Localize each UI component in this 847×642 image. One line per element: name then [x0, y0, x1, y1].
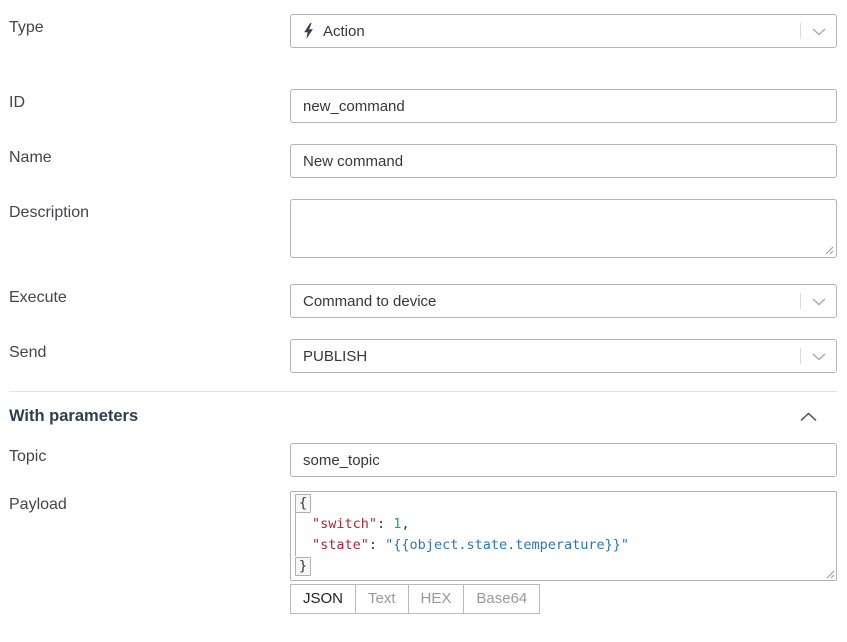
json-separator: : [377, 516, 394, 532]
resize-grip-icon[interactable] [826, 570, 835, 579]
field-row-topic: Topic [9, 443, 837, 477]
id-input[interactable] [290, 89, 837, 123]
parameters-section-header: With parameters [9, 407, 837, 426]
topic-label: Topic [9, 448, 47, 465]
type-label: Type [9, 19, 44, 36]
tab-hex[interactable]: HEX [407, 584, 465, 614]
topic-input[interactable] [290, 443, 837, 477]
json-separator: : [368, 537, 386, 553]
name-label: Name [9, 149, 52, 166]
field-row-id: ID [9, 89, 837, 123]
send-label: Send [9, 344, 47, 361]
chevron-down-icon [812, 353, 826, 361]
resize-grip-icon[interactable] [825, 246, 834, 255]
close-brace-highlight: } [295, 557, 312, 576]
chevron-down-icon [812, 28, 826, 36]
name-input[interactable] [290, 144, 837, 178]
code-line: "switch": 1, [295, 514, 832, 535]
payload-label: Payload [9, 496, 67, 513]
execute-select[interactable]: Command to device [290, 284, 837, 318]
lightning-bolt-icon [303, 23, 314, 39]
payload-format-tabs: JSON Text HEX Base64 [290, 584, 837, 614]
tab-text[interactable]: Text [355, 584, 409, 614]
select-divider [800, 348, 801, 364]
chevron-down-icon [812, 298, 826, 306]
chevron-up-icon [800, 410, 817, 425]
collapse-section-button[interactable] [798, 410, 819, 424]
select-divider [800, 23, 801, 39]
parameters-section-title: With parameters [9, 407, 139, 425]
json-key: "switch" [312, 516, 378, 532]
tab-json[interactable]: JSON [290, 584, 357, 614]
description-textarea[interactable] [290, 199, 837, 258]
json-number-value: 1 [393, 516, 402, 532]
send-select-value: PUBLISH [303, 347, 368, 365]
send-select[interactable]: PUBLISH [290, 339, 837, 373]
code-line: "state": "{{object.state.temperature}}" [295, 535, 832, 556]
json-string-value: "{{object.state.temperature}}" [385, 537, 630, 553]
field-row-type: Type Action [9, 14, 837, 48]
type-select[interactable]: Action [290, 14, 837, 48]
json-comma: , [401, 516, 410, 532]
field-row-execute: Execute Command to device [9, 284, 837, 318]
code-line: { [295, 493, 832, 514]
field-row-description: Description [9, 199, 837, 258]
id-label: ID [9, 94, 25, 111]
bracket-guide-line [295, 513, 296, 556]
field-row-name: Name [9, 144, 837, 178]
select-divider [800, 293, 801, 309]
json-key: "state" [312, 537, 369, 553]
execute-select-value: Command to device [303, 292, 437, 310]
field-row-payload: Payload { "switch": 1, "state": "{{objec… [9, 491, 837, 614]
field-row-send: Send PUBLISH [9, 339, 837, 373]
execute-label: Execute [9, 289, 67, 306]
command-form: Type Action ID Name Descr [0, 14, 847, 614]
type-select-value: Action [323, 22, 365, 40]
description-label: Description [9, 204, 90, 221]
payload-code-editor[interactable]: { "switch": 1, "state": "{{object.state.… [290, 491, 837, 581]
section-divider [9, 391, 837, 392]
code-line: } [295, 556, 832, 577]
open-brace-highlight: { [295, 494, 312, 513]
tab-base64[interactable]: Base64 [463, 584, 541, 614]
